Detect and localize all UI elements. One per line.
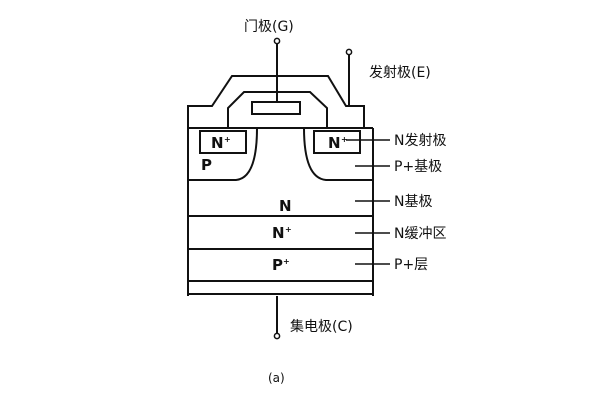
emitter-label: 发射极(E) bbox=[369, 65, 431, 81]
n-buffer-label: N缓冲区 bbox=[394, 226, 446, 242]
n-plus-right-label: N bbox=[328, 134, 341, 152]
p-plus-sup: + bbox=[283, 257, 290, 266]
n-buffer-sup: + bbox=[285, 225, 292, 234]
gate-label: 门极(G) bbox=[244, 19, 294, 35]
p-well-label: P bbox=[201, 156, 212, 174]
n-plus-left-label: N bbox=[211, 134, 224, 152]
p-base-label: P+基极 bbox=[394, 158, 442, 175]
n-plus-emitter-right bbox=[313, 130, 361, 154]
n-plus-emitter-left bbox=[199, 130, 247, 154]
collector-terminal-dot bbox=[273, 332, 281, 340]
collector-label: 集电极(C) bbox=[290, 318, 353, 335]
n-plus-right-sup: + bbox=[341, 135, 348, 144]
figure-caption: (a) bbox=[268, 371, 285, 385]
gate-electrode bbox=[251, 101, 301, 115]
p-well-left bbox=[188, 127, 258, 181]
n-emitter-label: N发射极 bbox=[394, 133, 446, 149]
n-base-label: N基极 bbox=[394, 193, 432, 210]
n-plus-left-sup: + bbox=[224, 135, 231, 144]
p-plus-region-label: P bbox=[272, 256, 283, 274]
gate-terminal-dot bbox=[273, 37, 281, 45]
gate-oxide bbox=[227, 91, 328, 128]
emitter-metal bbox=[187, 75, 365, 128]
p-well-right bbox=[303, 127, 373, 181]
n-buffer-region-label: N bbox=[272, 224, 285, 242]
n-drift-label: N bbox=[279, 197, 292, 215]
emitter-terminal-dot bbox=[345, 48, 353, 56]
p-layer-label: P+层 bbox=[394, 257, 428, 273]
